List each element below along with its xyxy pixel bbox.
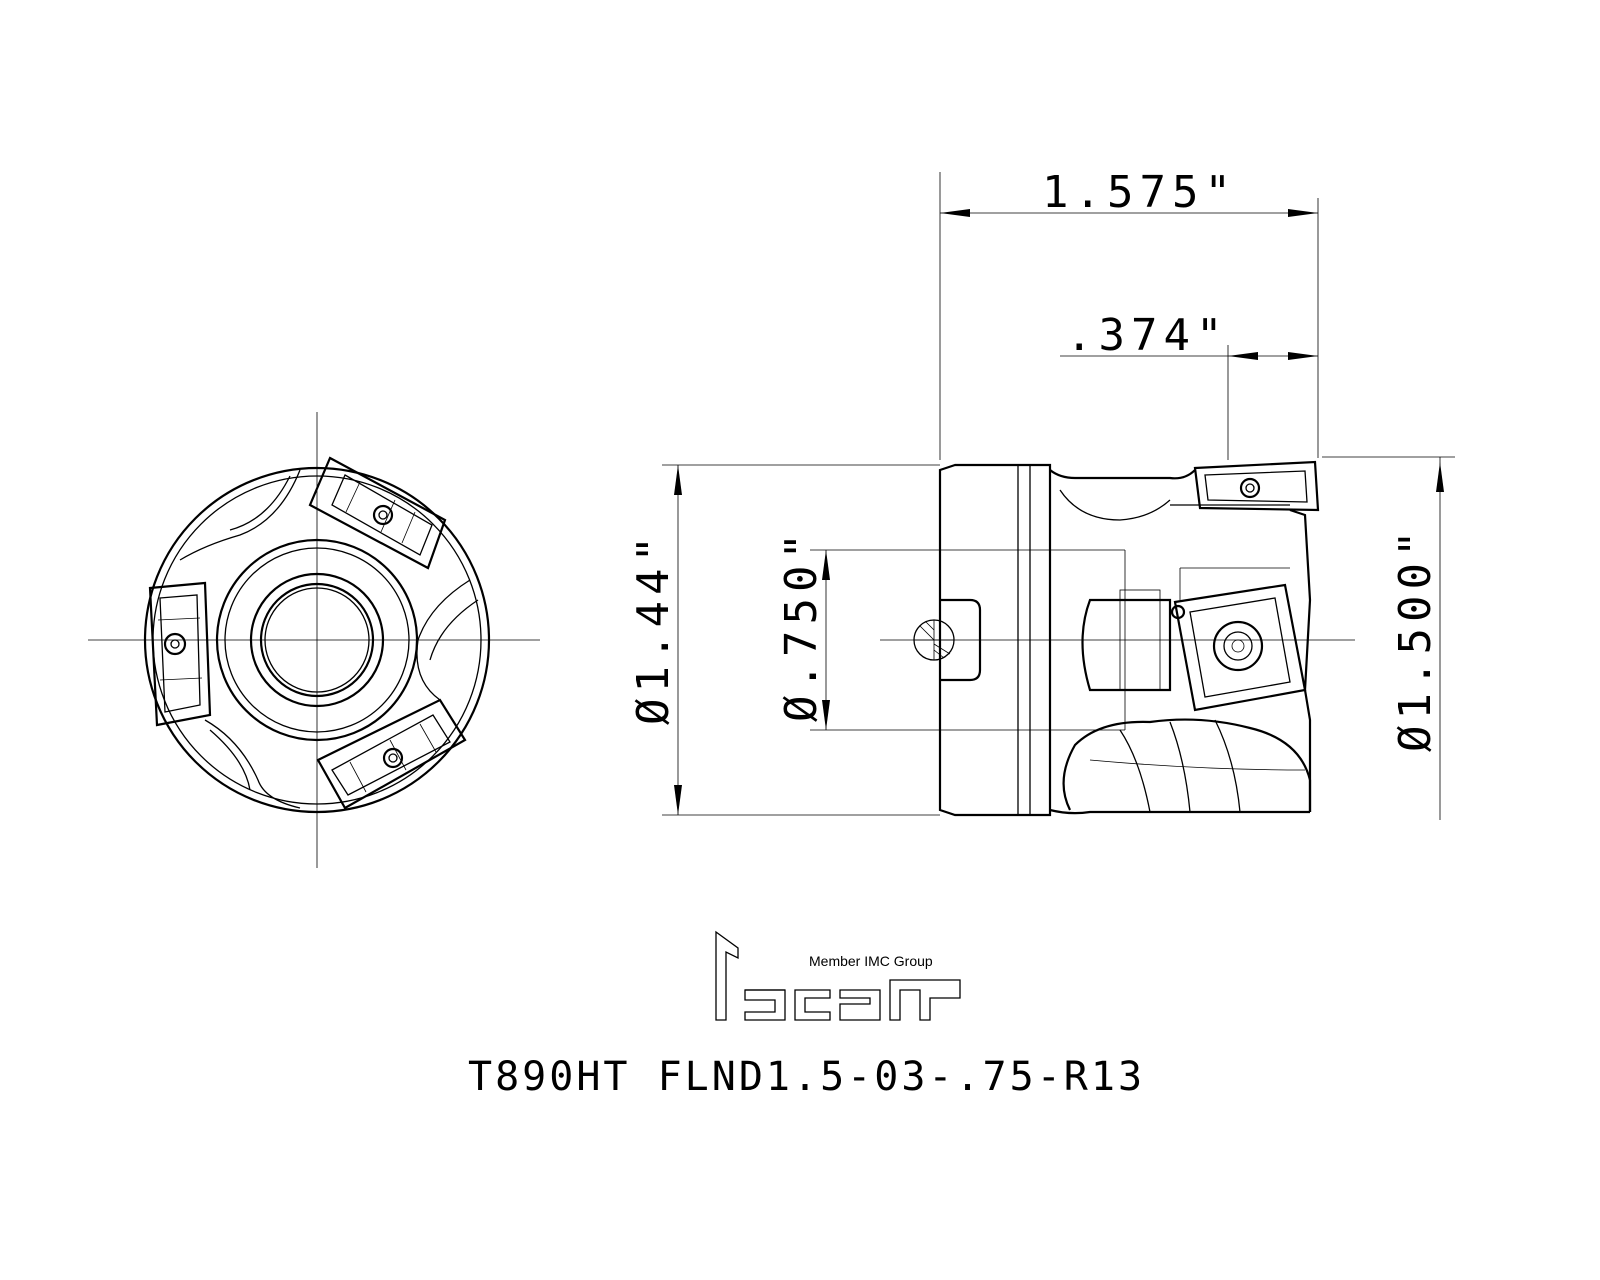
side-view-insert-top — [1193, 460, 1320, 512]
side-view-central-boss — [1081, 598, 1172, 692]
iscar-logo: Member IMC Group — [715, 930, 961, 1021]
front-view-chip-flute-2 — [416, 579, 471, 701]
side-view-head-right-edge — [1289, 508, 1312, 812]
dimensions: 1.575" .374" Ø1.44" Ø.750" Ø1.500" — [628, 167, 1455, 820]
side-view-shank — [938, 463, 1052, 817]
side-view-chip-pocket-line-2 — [1169, 721, 1191, 813]
front-view-insert-bottom — [316, 698, 467, 810]
front-view-bore — [259, 582, 375, 698]
logo-letter-r — [889, 979, 961, 1021]
side-view-keyway-slot — [940, 598, 982, 682]
dim-1500-arrow-top — [1436, 462, 1444, 492]
logo-letter-c — [794, 989, 831, 1021]
dim-374-arrow-left — [1228, 352, 1258, 360]
coolant-hole-symbol — [913, 619, 955, 661]
side-view-boss-inner — [1119, 589, 1161, 691]
logo-letter-s — [744, 989, 786, 1021]
side-view-chip-pocket-line-3 — [1214, 719, 1241, 813]
side-view-head-top — [1049, 469, 1196, 480]
side-view — [880, 460, 1355, 817]
front-view-chip-flute-2b — [429, 599, 479, 661]
dim-374-arrow-right — [1288, 352, 1318, 360]
side-view-chip-pocket-line-4 — [1089, 759, 1306, 771]
side-view-chip-pocket-bottom — [1062, 718, 1312, 812]
dim-144-arrow-bottom — [674, 785, 682, 815]
front-view-insert-top — [308, 456, 447, 570]
front-view-outer-body — [143, 466, 491, 814]
dim-1575-arrow-left — [940, 209, 970, 217]
front-view-hub-ring — [215, 538, 419, 742]
logo-letter-i — [715, 930, 739, 1021]
side-view-chip-pocket-line-1 — [1119, 729, 1151, 813]
front-view-chip-flute-3b — [209, 729, 251, 791]
dim-1575-arrow-right — [1288, 209, 1318, 217]
front-view-bore-outer — [249, 572, 385, 708]
dim-insert-length: .374" — [1066, 310, 1228, 361]
dim-750-arrow-top — [822, 550, 830, 580]
product-code-title: T890HT FLND1.5-03-.75-R13 — [468, 1054, 1145, 1100]
logo-letter-a — [839, 989, 881, 1021]
logo-member-text: Member IMC Group — [809, 953, 933, 969]
side-view-chip-pocket-top — [1059, 489, 1171, 521]
side-view-head-bottom — [1049, 808, 1310, 815]
dim-overall-length: 1.575" — [1042, 167, 1237, 218]
front-view-chip-flute-1b — [229, 475, 291, 531]
side-view-insert-front — [1170, 583, 1307, 712]
front-view-chip-flute-1 — [179, 469, 301, 561]
dim-750-arrow-bottom — [822, 700, 830, 730]
front-view — [88, 412, 540, 868]
dim-144-arrow-top — [674, 465, 682, 495]
front-view-chip-flute-3 — [204, 719, 301, 809]
front-view-hub-ring-inner — [224, 547, 410, 733]
dim-bore-diameter: Ø.750" — [776, 527, 827, 722]
dim-cutting-diameter: Ø1.500" — [1390, 525, 1441, 752]
front-view-bore-inner — [264, 587, 370, 693]
dim-body-diameter: Ø1.44" — [628, 530, 679, 725]
front-view-insert-left — [148, 581, 212, 727]
